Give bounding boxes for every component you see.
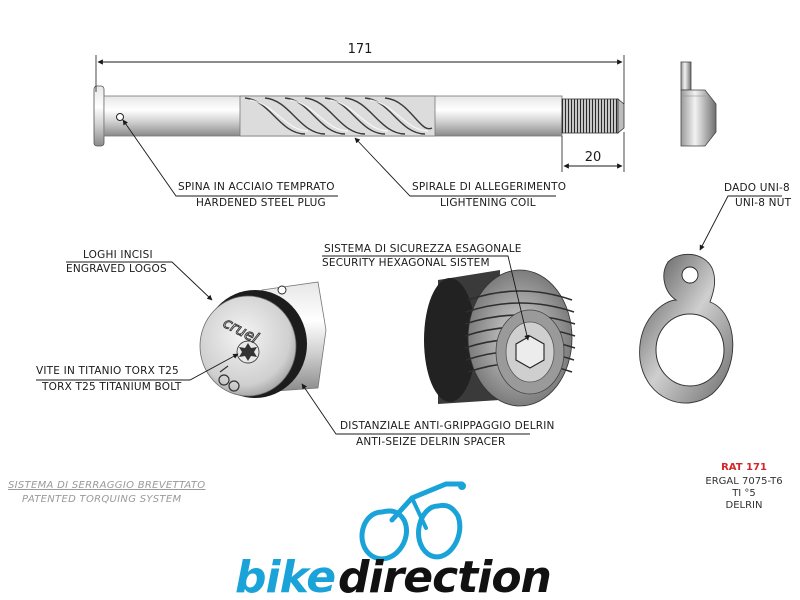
nut-tab-hole [681,266,699,284]
axle-thread [561,98,619,134]
thread-length-dimension: 20 [561,132,625,172]
overall-length-value: 171 [348,42,373,57]
bolt-label-en: TORX T25 TITANIUM BOLT [41,381,182,393]
spec-material-2: TI °5 [731,488,756,499]
nut-callout: DADO UNI-8 UNI-8 NUT [699,182,792,251]
bolt-label-it: VITE IN TITANIO TORX T25 [36,365,179,377]
nut-label-en: UNI-8 NUT [735,197,792,209]
patent-note: SISTEMA DI SERRAGGIO BREVETTATO PATENTED… [8,480,205,505]
coil-label-en: LIGHTENING COIL [440,197,536,209]
spec-model: RAT 171 [721,462,767,473]
brand-logo: bike direction [235,481,552,600]
hex-thread [464,269,576,407]
cap-detail: cruel [199,281,327,398]
patent-label-it: SISTEMA DI SERRAGGIO BREVETTATO [8,480,205,491]
hex-label-en: SECURITY HEXAGONAL SISTEM [322,257,490,269]
steel-plug-label-it: SPINA IN ACCIAIO TEMPRATO [178,181,335,193]
bolt-callout: VITE IN TITANIO TORX T25 TORX T25 TITANI… [36,353,239,393]
nut-center-hole [655,313,725,387]
engraved-logo-mark [218,365,240,392]
thread-length-value: 20 [585,150,602,165]
axle-side-view [93,85,625,147]
brand-name-part1: bike [235,552,335,600]
steel-plug-callout: SPINA IN ACCIAIO TEMPRATO HARDENED STEEL… [122,119,338,209]
spacer-label-en: ANTI-SEIZE DELRIN SPACER [356,436,505,448]
hex-socket [515,335,545,369]
nut-side-profile [680,61,717,147]
lightening-coil [239,95,436,137]
spec-material-1: ERGAL 7075-T6 [705,476,782,487]
spec-block: RAT 171 ERGAL 7075-T6 TI °5 DELRIN [705,462,782,511]
coil-label-it: SPIRALE DI ALLEGERIMENTO [412,181,566,193]
spacer-callout: DISTANZIALE ANTI-GRIPPAGGIO DELRIN ANTI-… [301,383,555,448]
overall-length-dimension: 171 [95,42,625,104]
hex-callout: SISTEMA DI SICUREZZA ESAGONALE SECURITY … [322,243,530,341]
spacer-label-it: DISTANZIALE ANTI-GRIPPAGGIO DELRIN [340,420,555,432]
steel-plug-label-en: HARDENED STEEL PLUG [196,197,326,209]
cyclist-icon [359,481,466,562]
patent-label-en: PATENTED TORQUING SYSTEM [22,494,181,505]
spec-material-3: DELRIN [726,500,763,511]
uni8-nut-front [639,253,734,404]
hex-detail [424,269,576,407]
steel-plug-hole [116,113,124,121]
nut-label-it: DADO UNI-8 [724,182,790,194]
axle-head [93,85,105,147]
logos-label-it: LOGHI INCISI [83,249,153,261]
logos-callout: LOGHI INCISI ENGRAVED LOGOS [66,249,213,301]
lightening-coil-callout: SPIRALE DI ALLEGERIMENTO LIGHTENING COIL [354,137,566,209]
logos-label-en: ENGRAVED LOGOS [66,263,167,275]
hex-label-it: SISTEMA DI SICUREZZA ESAGONALE [324,243,522,255]
brand-name-part2: direction [338,552,551,600]
